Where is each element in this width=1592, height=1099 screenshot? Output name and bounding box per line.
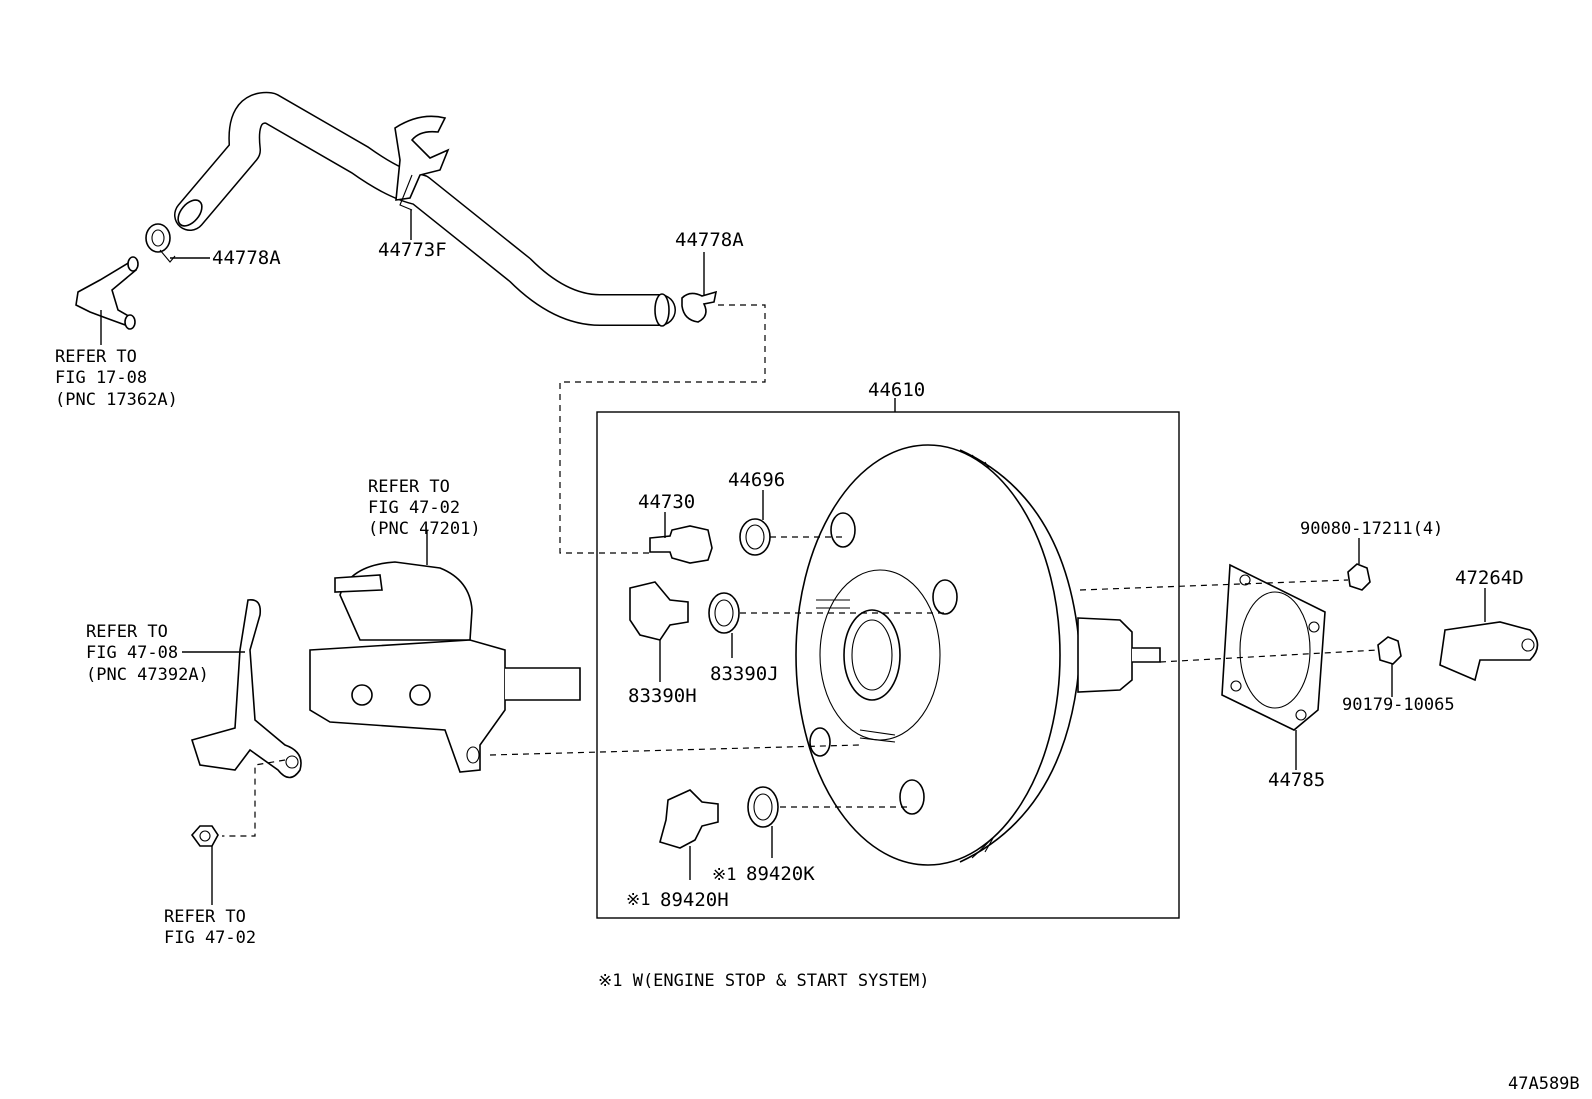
mark-89420h: ※1: [626, 890, 650, 910]
hose-clamp-left[interactable]: [145, 223, 176, 263]
refer-fig-47-02-top[interactable]: REFER TO FIG 47-02 (PNC 47201): [368, 477, 481, 539]
sensor-89420h[interactable]: [659, 789, 719, 849]
refer-fig-17-08-line2: FIG 17-08: [55, 368, 147, 388]
refer-fig-17-08-line1: REFER TO: [55, 347, 137, 367]
brake-booster[interactable]: [795, 444, 1161, 866]
label-90080: 90080-17211(4): [1300, 519, 1443, 539]
nut-lower-left[interactable]: [190, 825, 219, 847]
refer-fig-47-02-bottom-line1: REFER TO: [164, 907, 246, 927]
sensor-83390h[interactable]: [629, 581, 689, 641]
refer-fig-17-08[interactable]: REFER TO FIG 17-08 (PNC 17362A): [55, 347, 178, 410]
grommet-83390j[interactable]: [708, 592, 740, 634]
grommet-89420k[interactable]: [747, 786, 779, 828]
master-cylinder-bracket[interactable]: [190, 598, 302, 779]
label-44610: 44610: [868, 379, 925, 401]
refer-fig-47-02-top-line3: (PNC 47201): [368, 519, 481, 539]
label-90179: 90179-10065: [1342, 695, 1455, 715]
refer-fig-47-02-bottom[interactable]: REFER TO FIG 47-02: [164, 907, 256, 948]
check-valve-44730[interactable]: [649, 525, 713, 564]
refer-fig-47-08[interactable]: REFER TO FIG 47-08 (PNC 47392A): [86, 622, 209, 685]
booster-assembly-frame: [596, 411, 1180, 919]
clevis-47264d[interactable]: [1439, 621, 1539, 682]
label-44696: 44696: [728, 469, 785, 491]
refer-fig-47-02-top-line1: REFER TO: [368, 477, 450, 497]
label-44778a-right: 44778A: [675, 229, 744, 251]
leader-lines: [100, 210, 1486, 905]
footnote: ※1 W(ENGINE STOP & START SYSTEM): [598, 971, 930, 991]
gasket-44785[interactable]: [1221, 563, 1326, 731]
label-44785: 44785: [1268, 769, 1325, 791]
label-89420k: 89420K: [746, 863, 815, 885]
label-47264d: 47264D: [1455, 567, 1524, 589]
check-valve[interactable]: [75, 256, 139, 330]
refer-fig-17-08-line3: (PNC 17362A): [55, 390, 178, 410]
nut-90080[interactable]: [1347, 563, 1371, 591]
refer-fig-47-02-bottom-line2: FIG 47-02: [164, 928, 256, 948]
master-cylinder[interactable]: [309, 561, 581, 773]
diagram-id: 47A589B: [1508, 1074, 1580, 1094]
label-44778a-left: 44778A: [212, 247, 281, 269]
label-83390j: 83390J: [710, 663, 779, 685]
hose-clamp-right[interactable]: [681, 290, 718, 323]
refer-fig-47-08-line2: FIG 47-08: [86, 643, 178, 663]
refer-fig-47-02-top-line2: FIG 47-02: [368, 498, 460, 518]
nut-90179[interactable]: [1377, 636, 1402, 665]
grommet-44696[interactable]: [739, 518, 771, 556]
refer-fig-47-08-line3: (PNC 47392A): [86, 665, 209, 685]
refer-fig-47-08-line1: REFER TO: [86, 622, 168, 642]
label-83390h: 83390H: [628, 685, 697, 707]
alignment-lines: [222, 304, 1379, 837]
label-44730: 44730: [638, 491, 695, 513]
label-89420h: 89420H: [660, 889, 729, 911]
mark-89420k: ※1: [712, 865, 736, 885]
hose-bracket: [394, 115, 450, 211]
vacuum-hose-44773f[interactable]: [173, 91, 676, 327]
label-44773f: 44773F: [378, 239, 447, 261]
